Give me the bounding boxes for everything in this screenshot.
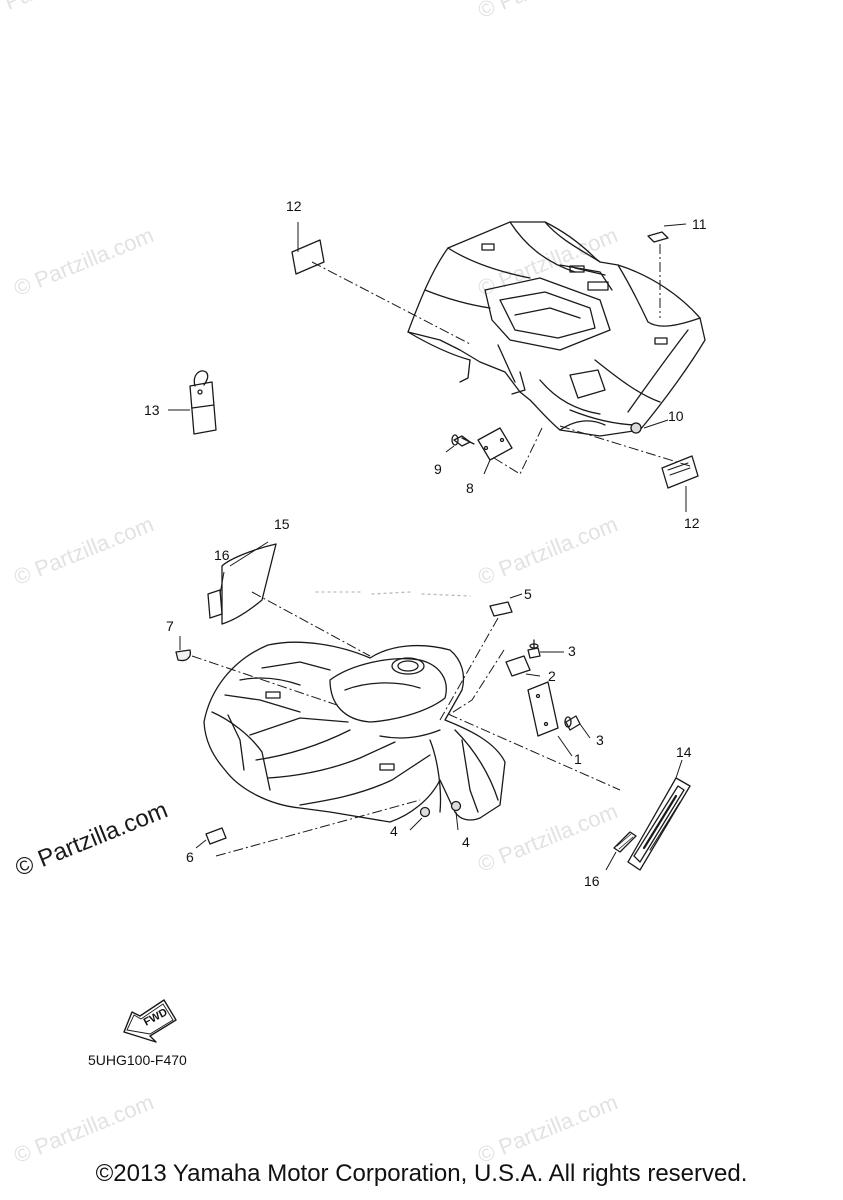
part-4-grommet-left (419, 806, 431, 818)
callout-4-left: 4 (390, 823, 398, 839)
diagram-code: 5UHG100-F470 (88, 1052, 187, 1068)
part-1-plate (527, 681, 559, 737)
part-4-grommet-right (450, 800, 462, 812)
callout-7: 7 (166, 618, 174, 634)
leader-lines (168, 222, 691, 871)
part-11-label (647, 231, 669, 243)
callout-3-lower: 3 (596, 732, 604, 748)
callout-2: 2 (548, 668, 556, 684)
callout-8: 8 (466, 480, 474, 496)
part-7-cap (175, 649, 192, 662)
copyright-notice: ©2013 Yamaha Motor Corporation, U.S.A. A… (95, 1160, 748, 1187)
callout-12-upper: 12 (286, 198, 302, 214)
part-6-label (205, 827, 227, 845)
part-15-decal (221, 543, 277, 625)
part-16-strip-lower (613, 831, 637, 853)
callout-12-lower: 12 (684, 515, 700, 531)
callout-4-right: 4 (462, 834, 470, 850)
rear-fender (407, 221, 706, 437)
part-12-decal (661, 455, 699, 489)
callout-9: 9 (434, 461, 442, 477)
part-10-grommet (630, 422, 642, 434)
callout-14: 14 (676, 744, 692, 760)
part-13-tag (189, 370, 217, 435)
callout-5: 5 (524, 586, 532, 602)
part-3-rivet-lower (564, 715, 581, 731)
callout-13: 13 (144, 402, 160, 418)
part-5-label (489, 601, 513, 617)
callout-1: 1 (574, 751, 582, 767)
callout-16-upper: 16 (214, 547, 230, 563)
front-fender (203, 641, 506, 823)
part-9-rivet (451, 434, 475, 447)
callout-16-lower: 16 (584, 873, 600, 889)
callout-15: 15 (274, 516, 290, 532)
part-12-label (291, 239, 325, 275)
callout-6: 6 (186, 849, 194, 865)
callout-10: 10 (668, 408, 684, 424)
part-2-plate (505, 655, 531, 677)
part-16-strip-upper (207, 589, 223, 619)
part-8-plate (477, 427, 513, 461)
callout-11: 11 (692, 216, 707, 232)
part-14-emblem (627, 777, 691, 871)
fwd-arrow-icon: FWD (123, 999, 177, 1043)
part-3-rivet-upper (527, 639, 541, 659)
callout-3-upper: 3 (568, 643, 576, 659)
